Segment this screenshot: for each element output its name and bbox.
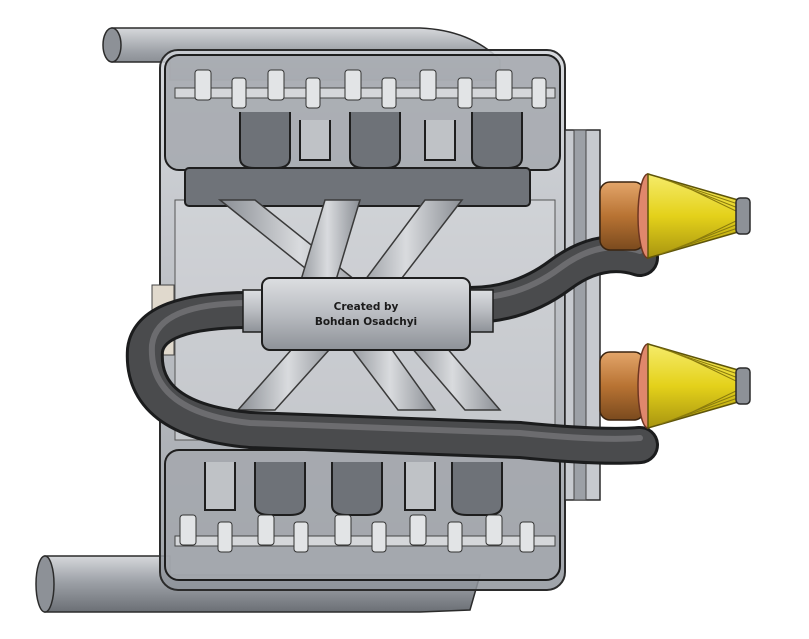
top-intake-ports	[239, 112, 523, 169]
intake-runners	[217, 199, 502, 411]
top-rocker-row	[194, 69, 547, 109]
nameplate: Created by Bohdan Osadchyi	[315, 301, 417, 328]
nameplate-line-1: Created by	[334, 301, 399, 313]
nameplate-line-2: Bohdan Osadchyi	[315, 316, 417, 328]
bottom-rocker-row	[179, 514, 535, 553]
air-filter-upper	[599, 173, 751, 259]
intake-plenum	[242, 277, 494, 351]
intake-hose-lower	[125, 291, 659, 465]
bottom-intake-ports	[204, 462, 503, 516]
air-filter-lower	[599, 343, 751, 429]
